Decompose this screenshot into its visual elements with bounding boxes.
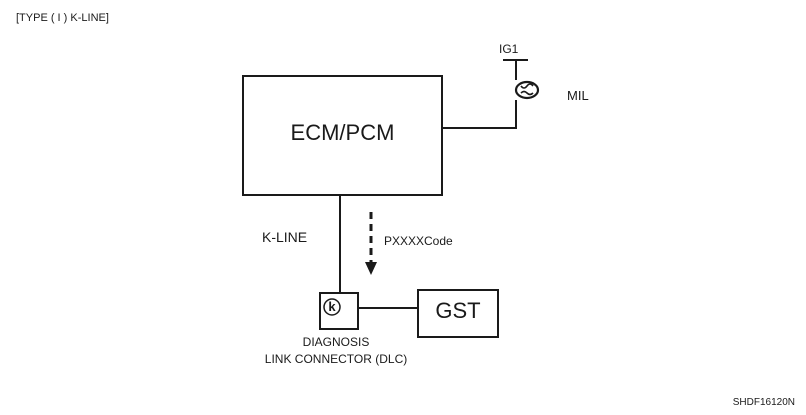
dlc-k-symbol: k	[328, 299, 336, 314]
mil-ecm-wire	[442, 100, 517, 129]
mil-label: MIL	[567, 88, 589, 103]
ig1-label: IG1	[499, 42, 519, 56]
figure-id: SHDF16120N	[732, 397, 795, 408]
dlc-label-line2: LINK CONNECTOR (DLC)	[264, 352, 408, 366]
code-arrow-head	[365, 262, 377, 275]
kline-label: K-LINE	[262, 229, 308, 245]
ecm-pcm-label: ECM/PCM	[290, 120, 395, 145]
diagram-type-label: [TYPE ( I ) K-LINE]	[16, 12, 109, 24]
gst-label: GST	[435, 298, 481, 323]
mil-lamp-icon	[514, 80, 540, 100]
dlc-label-line1: DIAGNOSIS	[302, 335, 370, 349]
dlc-k-circle	[323, 298, 341, 316]
gst-box	[417, 289, 499, 338]
ecm-pcm-box	[242, 75, 443, 196]
code-label: PXXXXCode	[384, 234, 453, 248]
